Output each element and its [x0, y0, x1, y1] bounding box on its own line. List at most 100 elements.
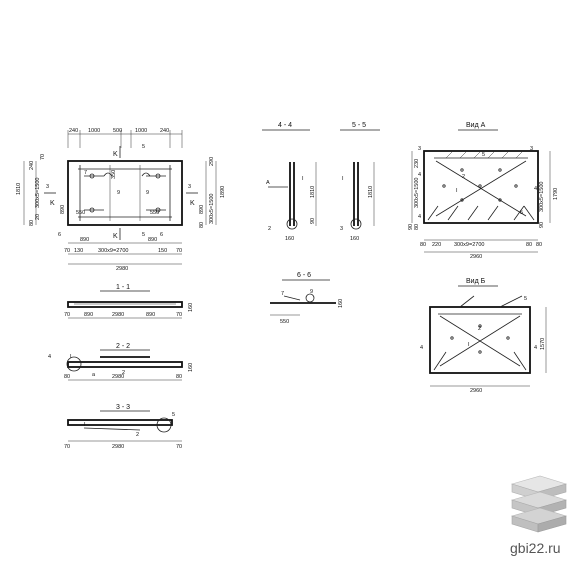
- sec6-label-7: 7: [281, 291, 284, 297]
- sec3-dim-70b: 70: [176, 444, 182, 450]
- plan-mark-5a: 5: [142, 144, 145, 150]
- plan-right-dim-80a: 80: [199, 222, 205, 228]
- sec3-label-5: 5: [172, 412, 175, 418]
- plan-left-dim-1810: 1810: [16, 183, 22, 195]
- vida-left-dim-1500: 300x5=1500: [414, 178, 420, 208]
- sec4-label-a: A: [266, 180, 270, 186]
- sec4-label-i: I: [302, 176, 304, 182]
- vida-bottom-80: 80: [420, 242, 426, 248]
- sec4-dim-90: 90: [310, 218, 316, 224]
- vida-title: Вид А: [466, 122, 486, 129]
- plan-row-70b: 70: [176, 248, 182, 254]
- sec2-dim-80a: 80: [64, 374, 70, 380]
- sec5-label-i: I: [342, 176, 344, 182]
- section-2-2: 2 - 2 4 I a 2 80 2980 80 160: [48, 343, 194, 381]
- vida-label-4c: 4: [418, 214, 421, 220]
- vida-right-dim-80b: 80: [526, 242, 532, 248]
- vida-left-dim-90: 90: [408, 224, 414, 230]
- sec2-label-4: 4: [48, 354, 51, 360]
- plan-top-dim-2: 1000: [88, 128, 100, 134]
- plan-row-130: 130: [74, 248, 83, 254]
- vida-label-3a: 3: [418, 146, 421, 152]
- sec2-label-a: a: [92, 372, 96, 378]
- vida-label-i: I: [456, 188, 458, 194]
- sec2-h: 160: [188, 363, 194, 372]
- sec3-label-i: I: [84, 422, 86, 428]
- plan-mark-3a: 3: [46, 184, 49, 190]
- vida-label-5: 5: [482, 152, 485, 158]
- plan-left-dim-240: 240: [29, 161, 35, 170]
- plan-right-dim-1500: 300x5=1500: [209, 194, 215, 224]
- sec6-label-9: 9: [310, 289, 313, 295]
- sec2-dim-80b: 80: [176, 374, 182, 380]
- plan-mark-550a: 550: [76, 210, 85, 216]
- section-1-1: 1 - 1 70 890 2980 890 70 160: [64, 284, 194, 319]
- section-4-4: 4 - 4 A I 2 1810 160 90: [262, 122, 317, 242]
- vidb-total: 2960: [470, 388, 482, 394]
- vida-right-dim-80a: 80: [536, 242, 542, 248]
- watermark-text[interactable]: gbi22.ru: [510, 540, 561, 556]
- sec1-dim-70b: 70: [176, 312, 182, 318]
- plan-mark-9b: 9: [146, 190, 149, 196]
- plan-left-dim-890: 890: [60, 205, 66, 214]
- plan-top-dim-1: 240: [69, 128, 78, 134]
- plan-left-dim-1500: 300x5=1500: [35, 178, 41, 208]
- sec6-title: 6 - 6: [297, 272, 311, 279]
- vida-left-dim-80: 80: [414, 224, 420, 230]
- sec1-title: 1 - 1: [116, 284, 130, 291]
- vida-label-2: 2: [462, 174, 465, 180]
- sec3-dim-70a: 70: [64, 444, 70, 450]
- vidb-label-4a: 4: [420, 345, 423, 351]
- plan-mark-6b: 6: [160, 232, 163, 238]
- plan-mark-6a: 6: [58, 232, 61, 238]
- sec2-dim-2980: 2980: [112, 374, 124, 380]
- vida-label-5b: 5: [520, 210, 523, 216]
- plan-mark-7: 7: [84, 170, 87, 176]
- section-3-3: 3 - 3 I 2 5 70 2980 70: [64, 404, 182, 450]
- vida-label-4b: 4: [534, 186, 537, 192]
- plan-right-dim-290: 290: [209, 157, 215, 166]
- plan-right-dim-890: 890: [199, 205, 205, 214]
- plan-row-70a: 70: [64, 248, 70, 254]
- section-5-5: 5 - 5 I 3 1810 160: [340, 122, 380, 242]
- sec6-dim-160: 160: [338, 299, 344, 308]
- vida-left-dim-230: 230: [414, 159, 420, 168]
- plan-mark-k4: K: [190, 200, 195, 207]
- sec5-label-3: 3: [340, 226, 343, 232]
- sec2-label-i: I: [70, 354, 72, 360]
- plan-total: 2980: [116, 266, 128, 272]
- vidb-title: Вид Б: [466, 278, 486, 285]
- sec5-dim-160: 160: [350, 236, 359, 242]
- plan-mark-3b: 3: [188, 184, 191, 190]
- vida-total: 2960: [470, 254, 482, 260]
- sec4-title: 4 - 4: [278, 122, 292, 129]
- sec2-label-2: 2: [122, 370, 125, 376]
- plan-mark-350: 350: [111, 170, 117, 179]
- sec3-dim-2980: 2980: [112, 444, 124, 450]
- plan-left-dim-70: 70: [40, 154, 46, 160]
- vida-bottom-2700: 300x9=2700: [454, 242, 484, 248]
- vida-right-dim-90: 90: [539, 222, 545, 228]
- sec5-dim-1810: 1810: [368, 186, 374, 198]
- vidb-h: 1570: [540, 338, 546, 350]
- vida-right-dim-1500: 300x5=1500: [539, 182, 545, 212]
- vida-label-3b: 3: [530, 146, 533, 152]
- sec3-title: 3 - 3: [116, 404, 130, 411]
- view-a: Вид А 3 5 3 4 4 4 I 2 5 90: [408, 122, 559, 260]
- sec1-dim-890a: 890: [84, 312, 93, 318]
- plan-right-dim-1890: 1890: [220, 186, 226, 198]
- plan-left-dim-20: 20: [35, 214, 41, 220]
- plan-view: 240 1000 500 1000 240 K K K K 5 5 3 3 6: [16, 128, 226, 272]
- plan-bottom-dim-890b: 890: [148, 237, 157, 243]
- plan-mark-k2: K: [113, 233, 118, 240]
- plan-left-dim-80: 80: [29, 220, 35, 226]
- plan-bottom-dim-890a: 890: [80, 237, 89, 243]
- sec4-label-2: 2: [268, 226, 271, 232]
- plan-top-dim-5: 240: [160, 128, 169, 134]
- plan-top-dim-4: 1000: [135, 128, 147, 134]
- sec1-dim-2980: 2980: [112, 312, 124, 318]
- section-6-6: 6 - 6 7 9 550 160: [270, 272, 344, 325]
- sec3-label-2: 2: [136, 432, 139, 438]
- plan-row-150: 150: [158, 248, 167, 254]
